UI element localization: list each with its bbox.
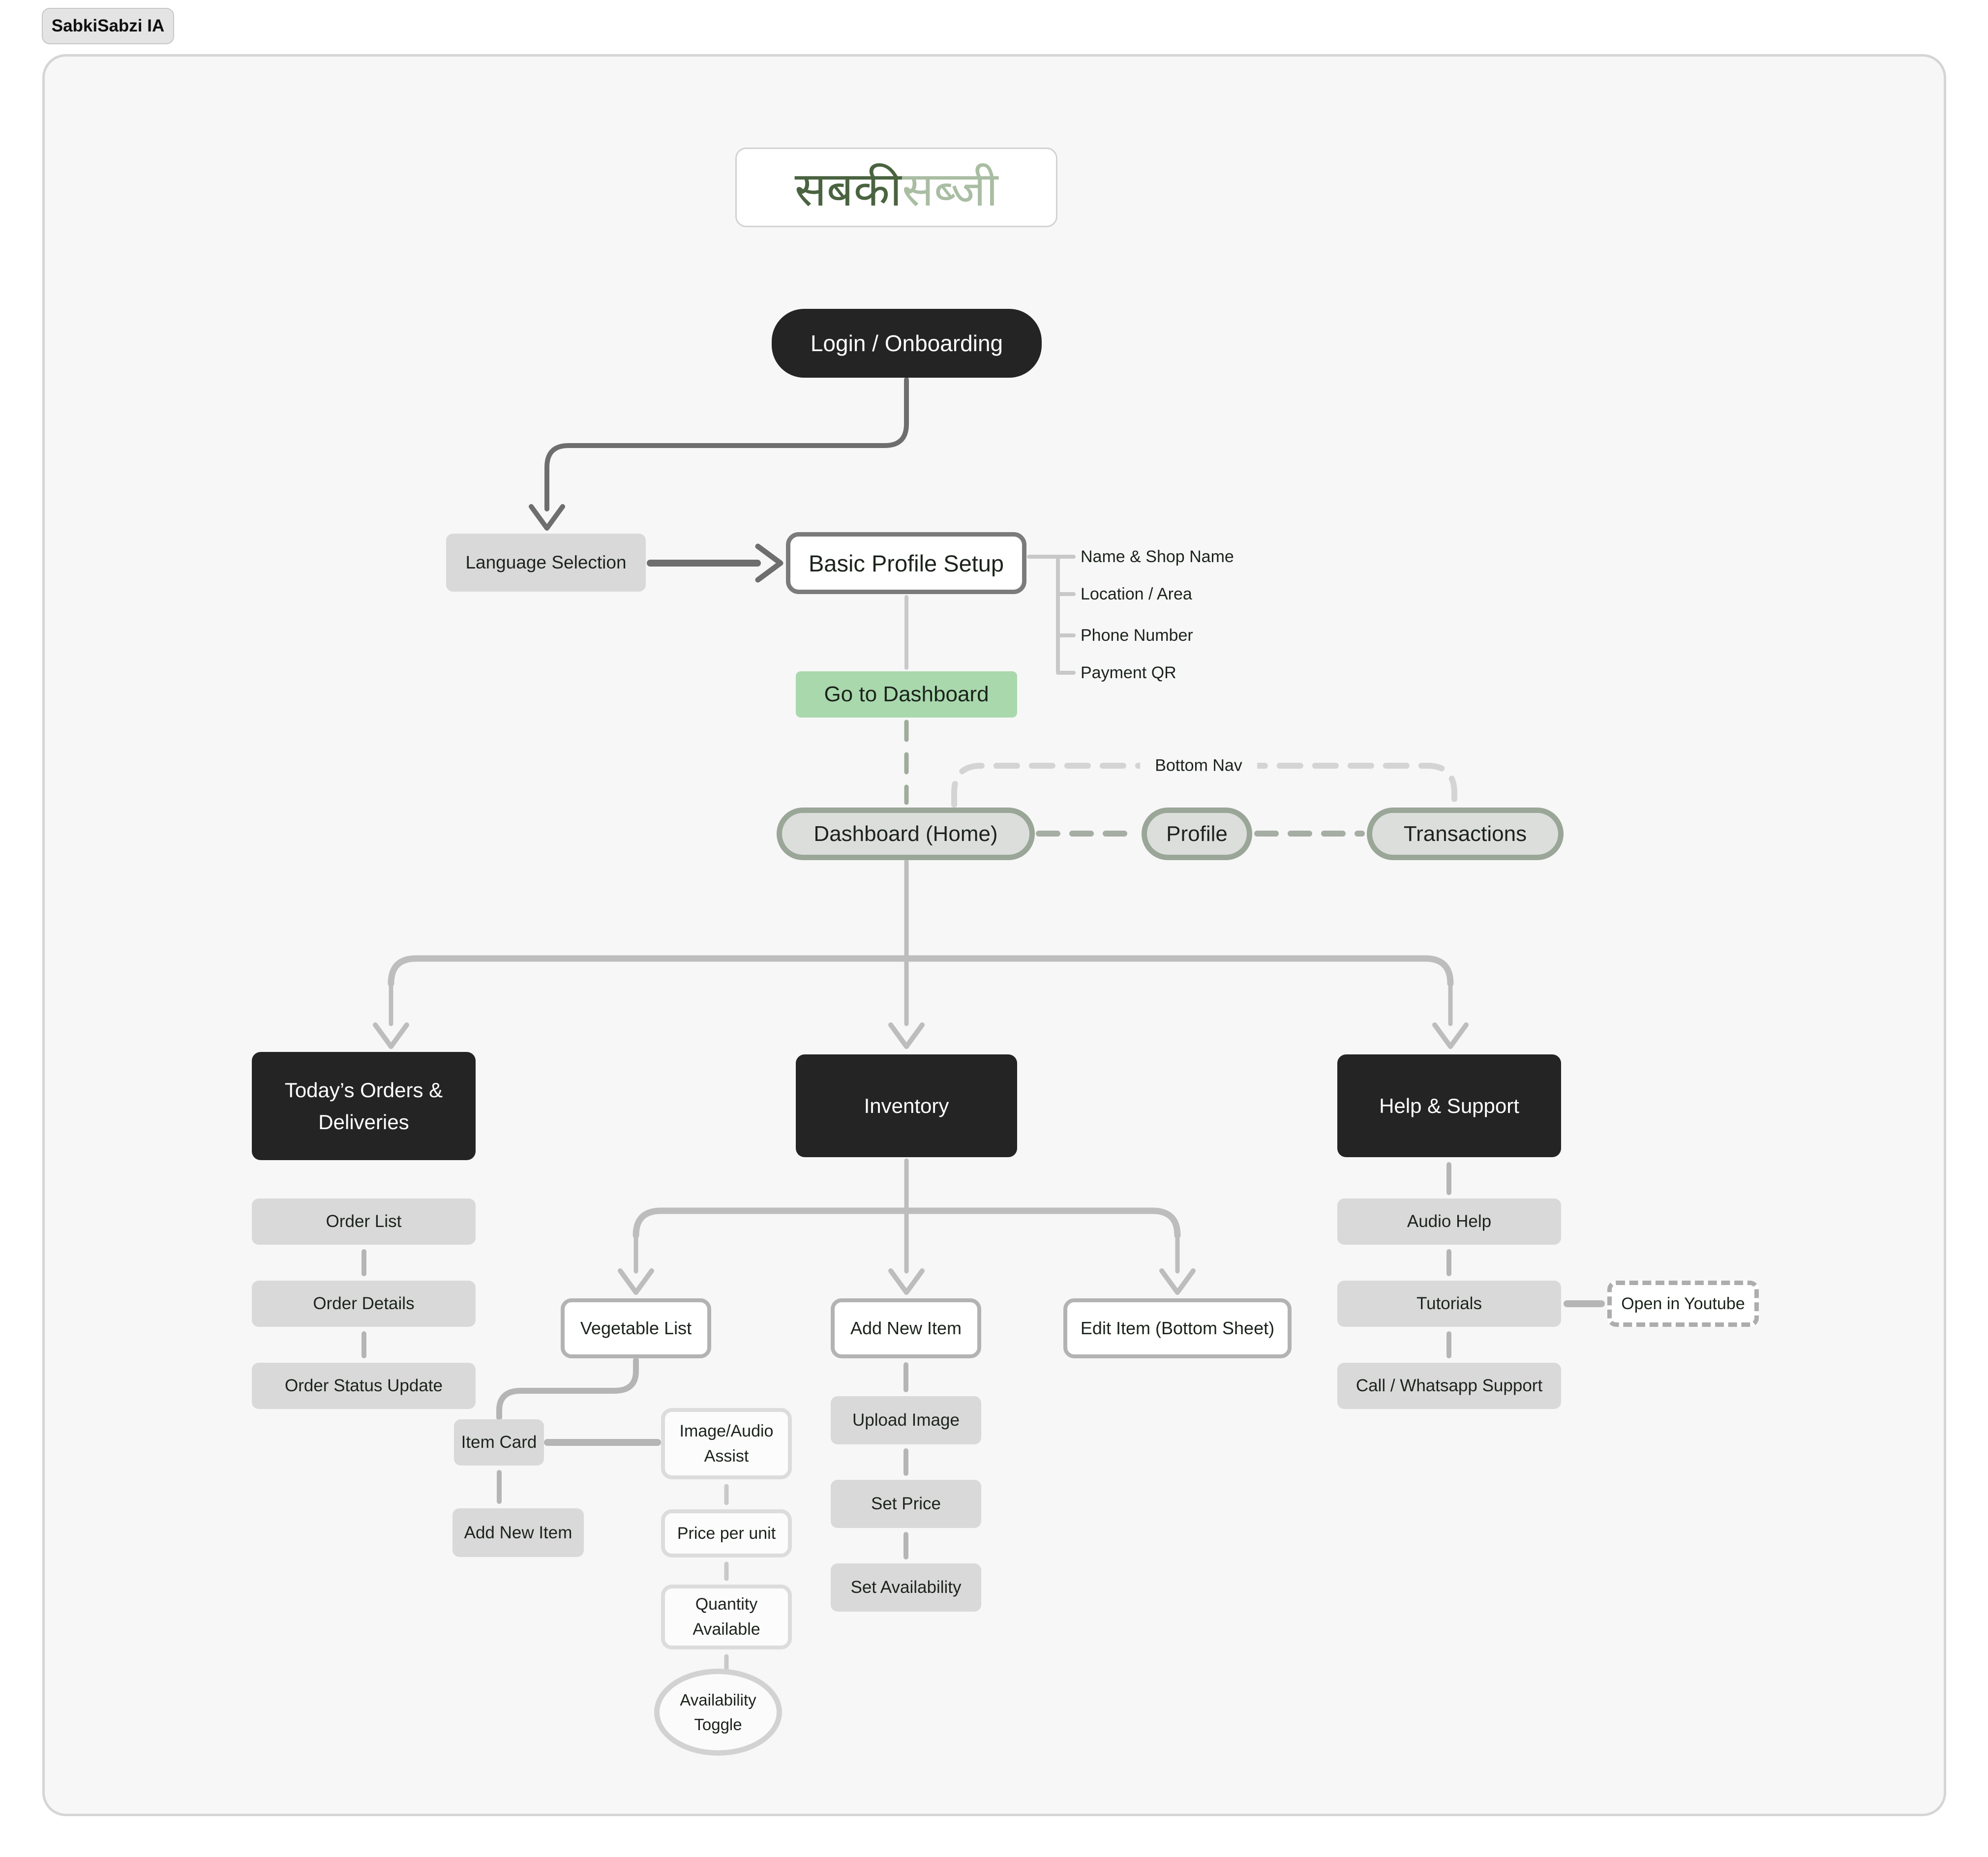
profile-field-name-shop: Name & Shop Name [1081,547,1234,566]
arrow-login-to-language [529,377,909,531]
connector-itemcard [497,1439,661,1504]
file-tab[interactable]: SabkiSabzi IA [42,8,174,44]
flow-node-availability-toggle[interactable]: Availability Toggle [654,1669,782,1756]
flow-node-item-card[interactable]: Item Card [454,1419,544,1466]
profile-field-phone: Phone Number [1081,626,1193,645]
flow-node-login-onboarding[interactable]: Login / Onboarding [772,309,1042,378]
flow-node-order-list[interactable]: Order List [252,1198,476,1245]
flow-node-price-per-unit[interactable]: Price per unit [661,1509,792,1557]
bracket-profile-fields [1027,555,1076,675]
flow-node-audio-help[interactable]: Audio Help [1337,1198,1561,1245]
flow-node-language-selection[interactable]: Language Selection [446,534,646,592]
flow-node-open-in-youtube[interactable]: Open in Youtube [1607,1281,1759,1327]
profile-field-payment-qr: Payment QR [1081,663,1176,682]
flow-node-profile[interactable]: Profile [1142,808,1252,860]
flow-node-order-details[interactable]: Order Details [252,1281,476,1327]
flow-node-transactions[interactable]: Transactions [1367,808,1564,860]
logo-text-dark: सबकी [794,163,902,216]
flow-node-itemcard-add-new-item[interactable]: Add New Item [452,1508,584,1557]
flow-node-tutorials[interactable]: Tutorials [1337,1281,1561,1327]
flow-node-todays-orders[interactable]: Today’s Orders & Deliveries [252,1052,476,1160]
flow-node-add-new-item[interactable]: Add New Item [831,1298,981,1358]
flow-node-inventory[interactable]: Inventory [796,1054,1017,1157]
branch-inventory [618,1158,1196,1295]
profile-field-location: Location / Area [1081,585,1192,603]
bottom-nav-label: Bottom Nav [1140,756,1257,776]
arrow-language-to-profile-setup [647,543,783,583]
flow-node-go-to-dashboard[interactable]: Go to Dashboard [796,671,1017,718]
flow-node-upload-image[interactable]: Upload Image [831,1396,981,1444]
logo-text-light: सब्जी [902,163,998,216]
flow-node-image-audio-assist[interactable]: Image/Audio Assist [661,1408,792,1479]
branch-dashboard [373,859,1469,1049]
flow-node-edit-item[interactable]: Edit Item (Bottom Sheet) [1063,1298,1292,1358]
flow-node-help-support[interactable]: Help & Support [1337,1054,1561,1157]
flow-node-call-whatsapp-support[interactable]: Call / Whatsapp Support [1337,1363,1561,1409]
flow-node-dashboard-home[interactable]: Dashboard (Home) [777,808,1035,860]
flow-node-quantity-available[interactable]: Quantity Available [661,1585,792,1649]
flow-node-vegetable-list[interactable]: Vegetable List [561,1298,711,1358]
app-logo: सबकीसब्जी [735,148,1057,227]
flow-node-basic-profile-setup[interactable]: Basic Profile Setup [786,532,1026,594]
bracket-bottom-nav [951,763,1457,808]
flow-node-set-price[interactable]: Set Price [831,1480,981,1528]
flow-node-set-availability[interactable]: Set Availability [831,1563,981,1612]
flow-node-order-status-update[interactable]: Order Status Update [252,1363,476,1409]
connector-veglist-to-itemcard [496,1357,639,1420]
